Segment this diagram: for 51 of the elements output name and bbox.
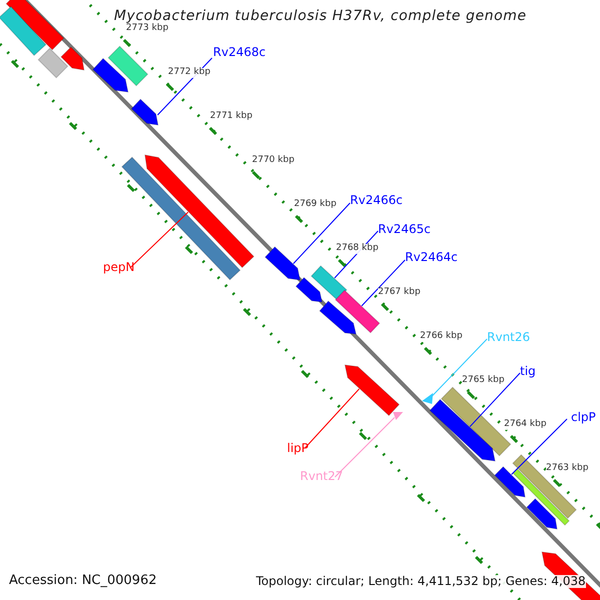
gene-feature [494, 466, 526, 498]
gene-label: lipP [287, 442, 309, 456]
gene-feature [130, 98, 159, 126]
scale-label: 2773 kbp [126, 24, 168, 34]
gene-label: Rvnt26 [487, 331, 530, 344]
gene-label: Rv2465c [378, 223, 431, 236]
leader-line [469, 372, 520, 428]
gene-feature [144, 154, 254, 268]
scale-label: 2763 kbp [546, 464, 588, 474]
scale-label: 2765 kbp [462, 376, 504, 386]
scale-label: 2771 kbp [210, 112, 252, 122]
gene-label: Rv2466c [350, 194, 403, 208]
gene-feature [429, 398, 496, 462]
leader-line [304, 388, 360, 448]
scale-label: 2770 kbp [252, 156, 294, 166]
gene-feature [60, 46, 85, 71]
leader-line [511, 418, 568, 475]
gene-label: pepN [103, 261, 135, 274]
scale-label: 2772 kbp [168, 68, 210, 78]
scale-label: 2769 kbp [294, 200, 336, 210]
gene-feature [319, 300, 357, 335]
gene-feature [310, 265, 348, 301]
leader-line [361, 260, 406, 306]
gene-label: clpP [571, 411, 596, 424]
gene-feature [264, 246, 301, 281]
gene-feature [526, 498, 558, 530]
gene-label: tig [520, 365, 536, 378]
gene-feature [344, 364, 400, 416]
gene-marker [393, 412, 403, 420]
gene-feature [108, 46, 148, 86]
scale-label: 2768 kbp [336, 244, 378, 254]
gene-feature [92, 58, 129, 93]
leader-line [431, 338, 488, 397]
scale-label: 2766 kbp [420, 332, 462, 342]
leader-line [334, 417, 395, 478]
gene-label: Rv2464c [405, 251, 458, 264]
accession-text: Accession: NC_000962 [9, 574, 157, 588]
gene-feature [38, 48, 68, 78]
scale-label: 2764 kbp [504, 420, 546, 430]
map-title: Mycobacterium tuberculosis H37Rv, complete genome [114, 9, 527, 24]
gene-feature [295, 276, 323, 303]
gene-label: Rvnt27 [300, 470, 344, 484]
gene-feature [6, 0, 64, 50]
leader-line [130, 212, 189, 268]
genome-summary: Topology: circular; Length: 4,411,532 bp; Genes: 4,038 [256, 575, 586, 588]
gene-label: Rv2468c [213, 46, 266, 60]
leader-line [292, 202, 350, 264]
gene-feature [0, 6, 47, 56]
gene-feature [334, 290, 380, 334]
scale-label: 2767 kbp [378, 288, 420, 298]
gene-marker [422, 393, 433, 404]
